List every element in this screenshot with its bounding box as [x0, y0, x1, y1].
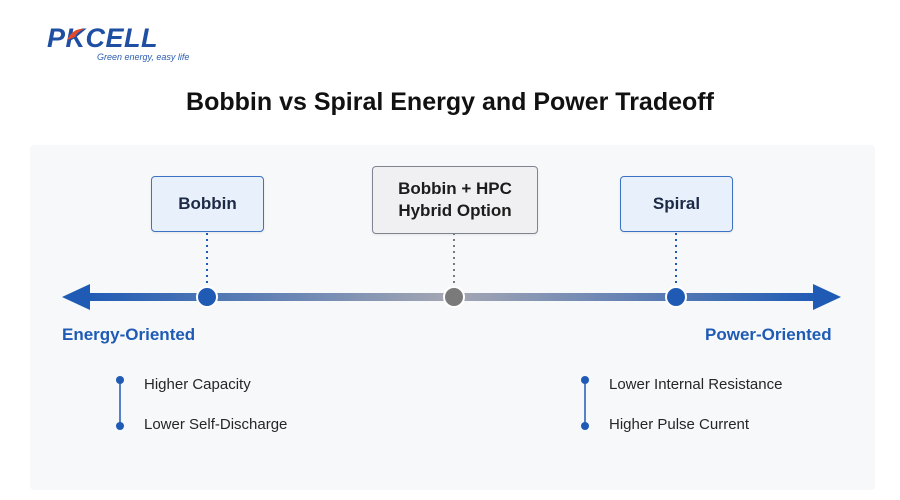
hybrid-label-line2: Hybrid Option — [398, 201, 512, 220]
right-feature-item: Lower Internal Resistance — [609, 376, 783, 393]
hybrid-marker — [443, 286, 465, 308]
leaf-swoosh-icon — [67, 28, 84, 40]
left-bullet-dot — [116, 376, 124, 384]
power-oriented-label: Power-Oriented — [705, 325, 832, 344]
bobbin-node: Bobbin — [151, 176, 264, 232]
right-bullet-dot — [581, 422, 589, 430]
spiral-marker — [665, 286, 687, 308]
right-feature-item: Higher Pulse Current — [609, 416, 750, 433]
brand-logo: PKCELL Green energy, easy life — [47, 22, 190, 64]
spiral-node: Spiral — [620, 176, 733, 232]
left-feature-item: Lower Self-Discharge — [144, 416, 288, 433]
left-bullet-dot — [116, 422, 124, 430]
hybrid-label-line1: Bobbin + HPC — [398, 179, 512, 198]
brand-name: PKCELL — [47, 23, 158, 53]
energy-oriented-label: Energy-Oriented — [62, 325, 196, 344]
spiral-label: Spiral — [652, 194, 701, 213]
right-bullet-dot — [581, 376, 589, 384]
left-feature-item: Higher Capacity — [144, 376, 251, 393]
axis-right-arrow — [813, 284, 841, 310]
brand-tagline: Green energy, easy life — [97, 52, 190, 62]
axis-left-arrow — [62, 284, 90, 310]
bobbin-marker — [196, 286, 218, 308]
hybrid-node: Bobbin + HPC Hybrid Option — [372, 166, 538, 234]
bobbin-label: Bobbin — [178, 194, 237, 213]
page-title: Bobbin vs Spiral Energy and Power Tradeo… — [186, 88, 714, 116]
